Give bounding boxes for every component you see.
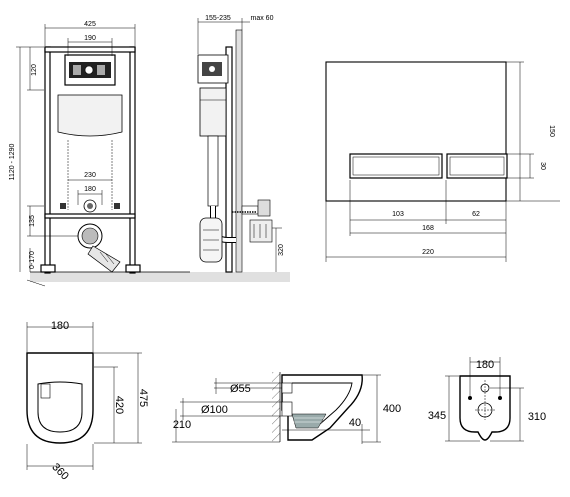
dim-bowl-inner-length: 420	[113, 396, 125, 414]
dim-bowl-top-width: 180	[51, 320, 69, 332]
dim-foot-range: 0-170	[29, 251, 36, 269]
left-post	[44, 46, 51, 274]
cistern	[57, 94, 123, 137]
frame-side-view: 155-235 max 60 320	[190, 15, 290, 282]
dim-bowl-width: 360	[49, 461, 70, 482]
side-cistern	[199, 87, 227, 137]
dim-height-range: 1120 - 1290	[9, 143, 16, 180]
lower-rail	[44, 213, 136, 219]
dim-plate-height: 150	[548, 125, 555, 137]
side-post	[225, 46, 233, 273]
flush-button-small	[446, 153, 508, 179]
dim-top-offset: 120	[31, 64, 38, 76]
dim-bolt-spacing: 180	[476, 359, 494, 371]
dim-inlet-diameter: Ø55	[230, 383, 251, 395]
dim-drain-offset: 135	[29, 215, 36, 227]
dim-outlet-height: 210	[173, 419, 191, 431]
flush-plate-view: 150 30 103 62 168 220	[325, 61, 560, 262]
dim-top-width: 190	[84, 35, 96, 42]
drain-bend	[87, 245, 121, 273]
frame-front-view: 425 190 1120 - 1290 120 135 0-170 230 18…	[9, 21, 190, 287]
flush-plate	[325, 61, 507, 202]
dim-back-right-height: 310	[528, 411, 546, 423]
side-wall	[235, 29, 243, 273]
dim-depth-range: 155-235	[205, 15, 231, 22]
dim-bowl-height: 400	[383, 403, 401, 415]
bowl-top-view: 180 420 475 360	[26, 320, 149, 483]
bowl-side-view: Ø55 Ø100 210 40 400	[172, 372, 401, 444]
top-rail	[44, 46, 136, 53]
wall-hatch	[272, 372, 280, 442]
dim-plate-width: 220	[422, 249, 434, 256]
dim-bowl-outer-length: 475	[137, 389, 149, 407]
dim-pipe-outer: 230	[84, 172, 96, 179]
dim-pipe-inner: 180	[84, 186, 96, 193]
dim-button-height: 30	[539, 162, 546, 170]
dim-left-button: 103	[392, 211, 404, 218]
dim-right-button: 62	[472, 211, 480, 218]
dim-back-left-height: 345	[428, 410, 446, 422]
side-connector	[249, 219, 273, 243]
right-post	[129, 46, 136, 274]
dim-max-label: max 60	[251, 15, 274, 22]
flush-pipe	[207, 135, 219, 207]
floor-band	[30, 272, 190, 282]
dim-wall-offset: 40	[349, 417, 361, 429]
right-foot	[125, 264, 141, 273]
left-foot	[40, 264, 56, 273]
dim-drain-height: 320	[278, 244, 285, 256]
dim-buttons-total: 168	[422, 225, 434, 232]
bowl-back-view: 180 345 310	[428, 357, 546, 442]
dim-frame-width: 425	[84, 21, 96, 28]
dim-outlet-diameter: Ø100	[201, 404, 228, 416]
side-floor	[190, 272, 290, 282]
flush-button-large	[349, 153, 443, 179]
